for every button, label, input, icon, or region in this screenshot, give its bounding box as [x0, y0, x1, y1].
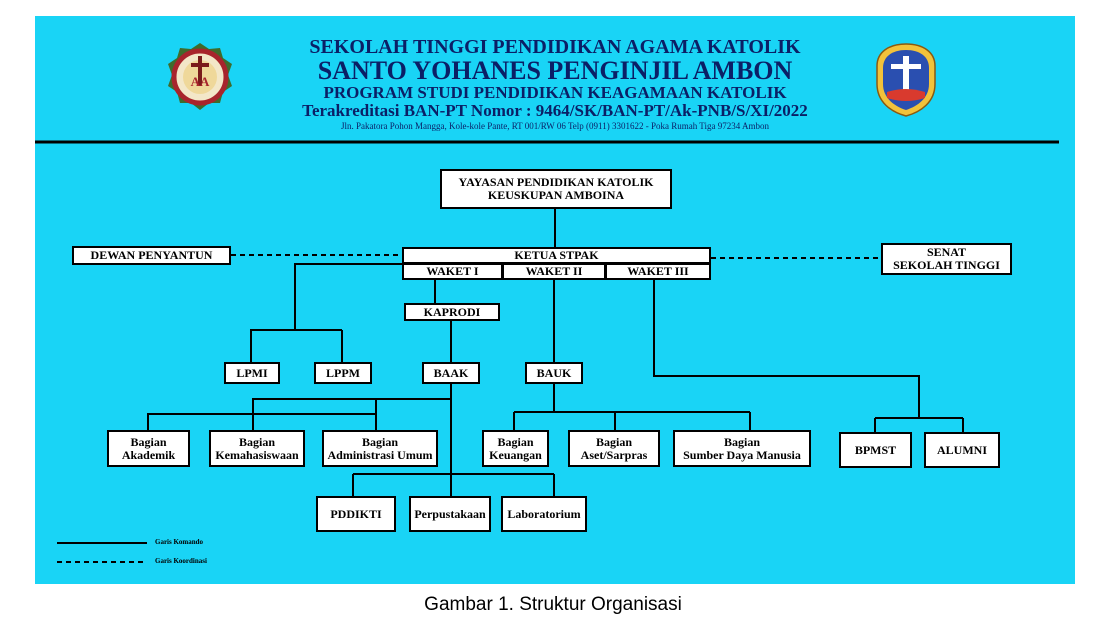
institution-name: SEKOLAH TINGGI PENDIDIKAN AGAMA KATOLIK — [309, 36, 801, 58]
accreditation: Terakreditasi BAN-PT Nomor : 9464/SK/BAN… — [302, 101, 808, 120]
box-ketua-stpak: KETUA STPAK — [402, 247, 711, 264]
box-waket-2: WAKET II — [502, 263, 606, 280]
study-program: PROGRAM STUDI PENDIDIKAN KEAGAMAAN KATOL… — [323, 83, 787, 102]
box-perpustakaan: Perpustakaan — [409, 496, 491, 532]
box-bauk: BAUK — [525, 362, 583, 384]
box-waket-3: WAKET III — [605, 263, 711, 280]
box-kaprodi: KAPRODI — [404, 303, 500, 321]
diagram-panel: AA SEKOLAH TINGGI PENDIDIKAN AGAMA KATOL… — [35, 16, 1075, 584]
figure-caption: Gambar 1. Struktur Organisasi — [424, 594, 682, 615]
box-bpmst: BPMST — [839, 432, 912, 468]
institution-logo-right — [876, 43, 936, 117]
box-pddikti: PDDIKTI — [316, 496, 396, 532]
institution-name-2: SANTO YOHANES PENGINJIL AMBON — [317, 56, 793, 85]
box-waket-1: WAKET I — [402, 263, 503, 280]
logo-left-letters: AA — [191, 74, 210, 89]
box-alumni: ALUMNI — [924, 432, 1000, 468]
box-dewan-penyantun: DEWAN PENYANTUN — [72, 246, 231, 265]
address: Jln. Pakatora Pohon Mangga, Kole-kole Pa… — [341, 121, 769, 131]
legend-komando-label: Garis Komando — [155, 538, 204, 546]
box-baak: BAAK — [422, 362, 480, 384]
org-connector-lines — [35, 140, 1059, 563]
legend-koordinasi-label: Garis Koordinasi — [155, 557, 207, 565]
institution-logo-left: AA — [168, 43, 232, 110]
box-lpmi: LPMI — [224, 362, 280, 384]
box-lppm: LPPM — [314, 362, 372, 384]
box-laboratorium: Laboratorium — [501, 496, 587, 532]
